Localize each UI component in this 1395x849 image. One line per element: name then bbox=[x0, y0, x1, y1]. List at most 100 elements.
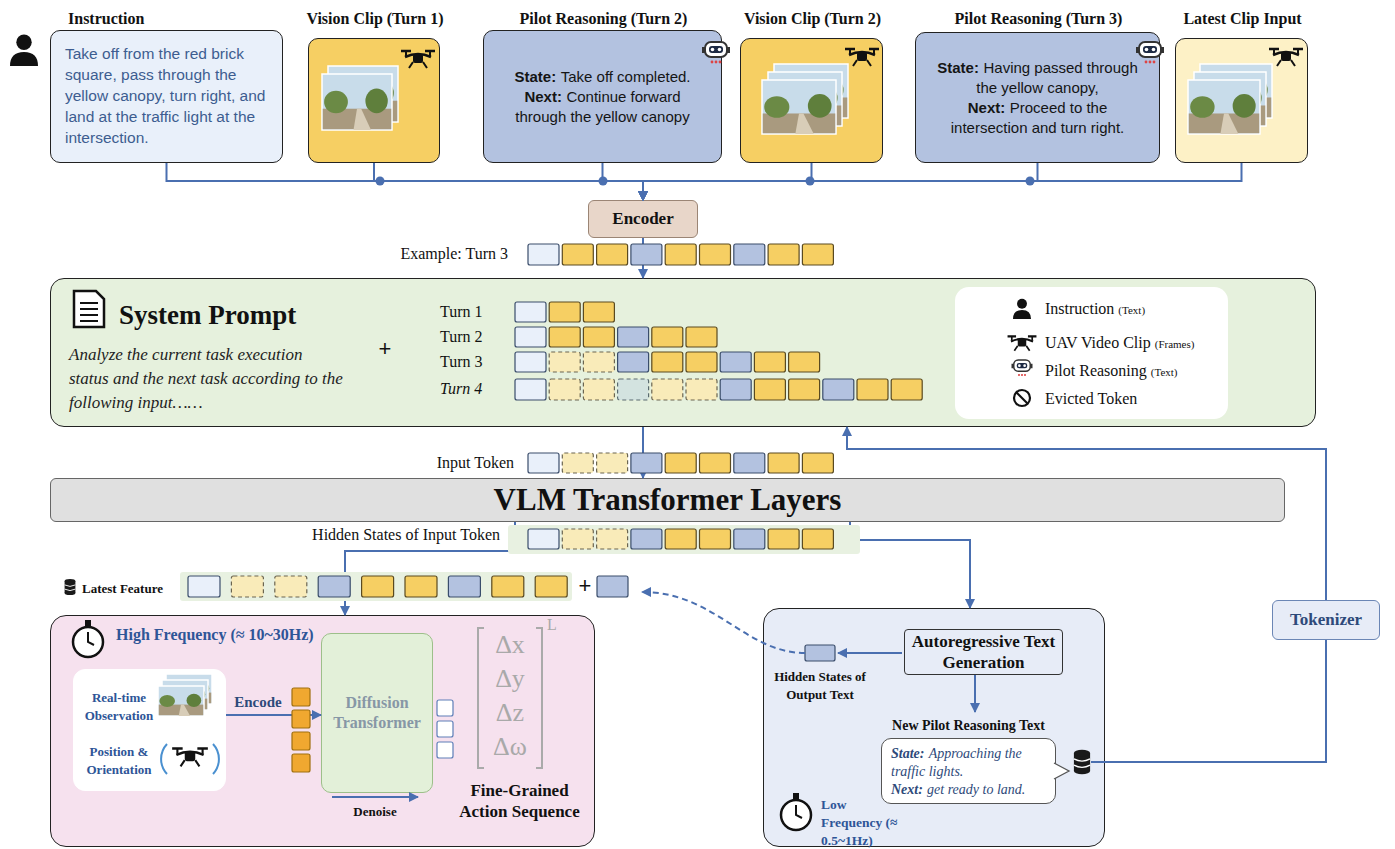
label-slot: + bbox=[372, 336, 398, 362]
token bbox=[734, 244, 765, 265]
token bbox=[768, 529, 799, 549]
token bbox=[734, 453, 765, 473]
legend-text: UAV Video Clip bbox=[1045, 334, 1151, 351]
token bbox=[802, 244, 833, 265]
token bbox=[700, 529, 731, 549]
junction-dot bbox=[599, 177, 608, 186]
token bbox=[562, 453, 593, 473]
label: Δy bbox=[495, 664, 525, 693]
text-block: VLM Transformer Layers bbox=[494, 482, 842, 518]
token bbox=[597, 576, 628, 597]
node-heading: Pilot Reasoning (Turn 3) bbox=[955, 10, 1123, 27]
label-slot: Turn 3 bbox=[440, 353, 510, 371]
token bbox=[631, 244, 662, 265]
token bbox=[318, 576, 350, 597]
generation-box: Autoregressive Text Generation bbox=[904, 629, 1063, 675]
label-slot: Δω bbox=[485, 732, 535, 762]
token bbox=[597, 244, 628, 265]
legend-swatch bbox=[967, 389, 997, 409]
node-heading: Instruction bbox=[68, 10, 144, 27]
node-text: Having passed through the yellow canopy, bbox=[976, 59, 1137, 96]
token bbox=[597, 529, 628, 549]
body-slot: Diffusion Transformer bbox=[322, 634, 432, 792]
text-slot: Position & Orientation bbox=[78, 742, 160, 778]
node-heading: Vision Clip (Turn 2) bbox=[744, 10, 881, 27]
heading-slot: High Frequency (≈ 10~30Hz) bbox=[116, 626, 314, 644]
connector bbox=[1105, 640, 1326, 762]
bubble-body: State:Approaching the traffic lights.Nex… bbox=[881, 738, 1056, 804]
token bbox=[665, 453, 696, 473]
connector bbox=[642, 427, 644, 478]
legend-text: Pilot Reasoning bbox=[1045, 362, 1147, 379]
reasoning-box: Pilot Reasoning (Turn 3)State:Having pas… bbox=[915, 32, 1160, 163]
node-text: get ready to land. bbox=[927, 782, 1025, 797]
token bbox=[562, 244, 593, 265]
label: Turn 4 bbox=[440, 380, 482, 397]
token bbox=[700, 244, 731, 265]
node-text: Autoregressive Text Generation bbox=[912, 632, 1055, 672]
heading-slot: Low Frequency (≈ 0.5~1Hz) bbox=[821, 795, 905, 849]
heading-slot: Latest Clip Input bbox=[1116, 10, 1369, 28]
text-line: Next: get ready to land. bbox=[891, 780, 1046, 798]
node-text: Tokenizer bbox=[1290, 610, 1362, 629]
feature-ground bbox=[180, 572, 572, 601]
text-slot: Real-time Observation bbox=[78, 688, 160, 724]
legend-text-slot: Instruction (Text) bbox=[1045, 298, 1145, 320]
video-clip-box: Latest Clip Input bbox=[1175, 38, 1308, 163]
heading-slot: Instruction bbox=[68, 10, 144, 28]
token bbox=[528, 244, 559, 265]
legend-swatch bbox=[967, 361, 997, 381]
label: Turn 3 bbox=[440, 353, 483, 370]
label: Turn 2 bbox=[440, 328, 483, 345]
legend-text: Instruction bbox=[1045, 300, 1114, 317]
label-slot: Latest Feature bbox=[82, 579, 182, 597]
node-text: State: bbox=[515, 68, 557, 85]
text-block: Encoder bbox=[612, 209, 673, 229]
low-frequency-panel: Autoregressive Text GenerationNew Pilot … bbox=[763, 608, 1105, 847]
token bbox=[734, 529, 765, 549]
token bbox=[275, 576, 307, 597]
text-line: Next:Continue forward through the yellow… bbox=[498, 87, 707, 127]
person-icon bbox=[10, 52, 38, 66]
token bbox=[528, 453, 559, 473]
label-slot: Input Token bbox=[400, 454, 514, 472]
node-heading: Low Frequency (≈ 0.5~1Hz) bbox=[821, 797, 898, 848]
legend-text-slot: Pilot Reasoning(Text) bbox=[1045, 360, 1178, 382]
label: (Text) bbox=[1118, 304, 1145, 316]
node-text: Encoder bbox=[612, 209, 673, 228]
label: Δx bbox=[495, 630, 525, 659]
node-text: Next: bbox=[891, 782, 923, 797]
node-text: Next: bbox=[524, 88, 562, 105]
body-slot: Autoregressive Text Generation bbox=[905, 630, 1062, 674]
label: (Frames) bbox=[1155, 338, 1195, 350]
node-text: Diffusion Transformer bbox=[333, 694, 421, 731]
database-ring bbox=[65, 589, 76, 591]
label-slot: Δy bbox=[485, 664, 535, 694]
junction-dot bbox=[1026, 177, 1035, 186]
heading-slot: Vision Clip (Turn 2) bbox=[681, 10, 944, 28]
junction-dot bbox=[806, 177, 815, 186]
label: Turn 1 bbox=[440, 303, 483, 320]
token bbox=[665, 529, 696, 549]
node-heading: Vision Clip (Turn 1) bbox=[306, 10, 443, 27]
video-clip-box: Vision Clip (Turn 1) bbox=[308, 38, 440, 163]
body-slot: State:Having passed through the yellow c… bbox=[916, 33, 1159, 162]
database-icon bbox=[65, 579, 76, 583]
label-slot: Δx bbox=[485, 630, 535, 660]
label-slot: Denoise bbox=[335, 802, 415, 820]
token bbox=[448, 576, 480, 597]
text-line: State:Take off completed. bbox=[498, 67, 707, 87]
token bbox=[768, 244, 799, 265]
label-slot: Fine-Grained Action Sequence bbox=[447, 780, 592, 822]
token bbox=[362, 576, 394, 597]
legend-row: Evicted Token bbox=[960, 388, 1225, 410]
token bbox=[188, 576, 220, 597]
token bbox=[597, 453, 628, 473]
label: + bbox=[379, 336, 392, 361]
label-slot: Hidden States of Input Token bbox=[260, 526, 500, 544]
label: Δz bbox=[496, 698, 524, 727]
speech-bubble: New Pilot Reasoning TextState:Approachin… bbox=[881, 712, 1056, 804]
text-block: Autoregressive Text Generation bbox=[907, 631, 1060, 673]
text-block: State:Take off completed.Next:Continue f… bbox=[498, 67, 707, 127]
